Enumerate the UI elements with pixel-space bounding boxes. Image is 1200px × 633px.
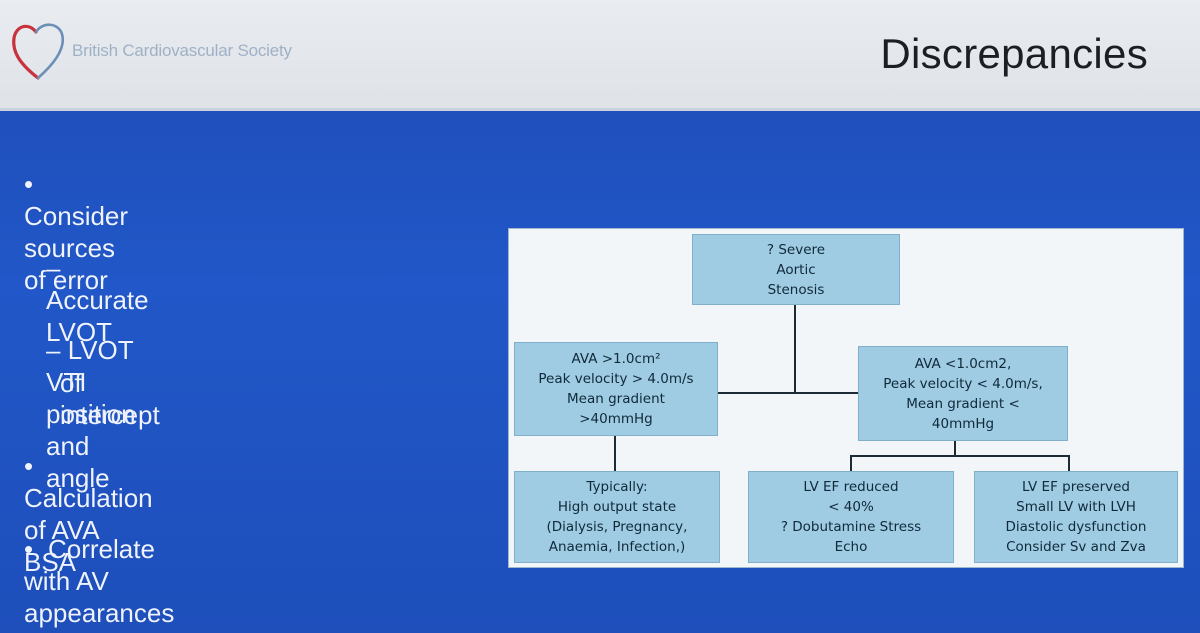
connector-line [794, 305, 796, 393]
sub-bullet-continuation: of intercept [60, 368, 160, 430]
bullet-item: •Consider sources of error [24, 169, 129, 295]
ef-preserved-box: LV EF preserved Small LV with LVH Diasto… [974, 471, 1178, 563]
connector-line [614, 436, 616, 472]
org-name: British Cardiovascular Society [72, 41, 292, 60]
slide-title: Discrepancies [880, 30, 1148, 77]
society-logo: British Cardiovascular Society [10, 18, 292, 84]
low-gradient-box: AVA <1.0cm2, Peak velocity < 4.0m/s, Mea… [858, 346, 1068, 441]
connector-line [1068, 455, 1070, 471]
sub-bullet-item: – LVOT VTI position and angle [46, 335, 136, 493]
high-gradient-box: AVA >1.0cm² Peak velocity > 4.0m/s Mean … [514, 342, 718, 436]
sub-bullet-item: – Accurate LVOT [46, 253, 149, 347]
bullet-item: •Correlate with AV appearances [24, 534, 175, 628]
connector-line [954, 440, 956, 456]
bullet-item: •Calculation of AVA BSA [24, 451, 153, 577]
connector-line [716, 392, 858, 394]
ef-reduced-box: LV EF reduced < 40% ? Dobutamine Stress … [748, 471, 954, 563]
high-output-box: Typically: High output state (Dialysis, … [514, 471, 720, 563]
root-box: ? Severe Aortic Stenosis [692, 234, 900, 305]
heart-logo-icon [12, 23, 65, 80]
connector-line [850, 455, 1070, 457]
connector-line [850, 455, 852, 471]
slide-header: British Cardiovascular Society Discrepan… [0, 0, 1200, 111]
flowchart: ? Severe Aortic Stenosis AVA >1.0cm² Pea… [508, 228, 1184, 568]
